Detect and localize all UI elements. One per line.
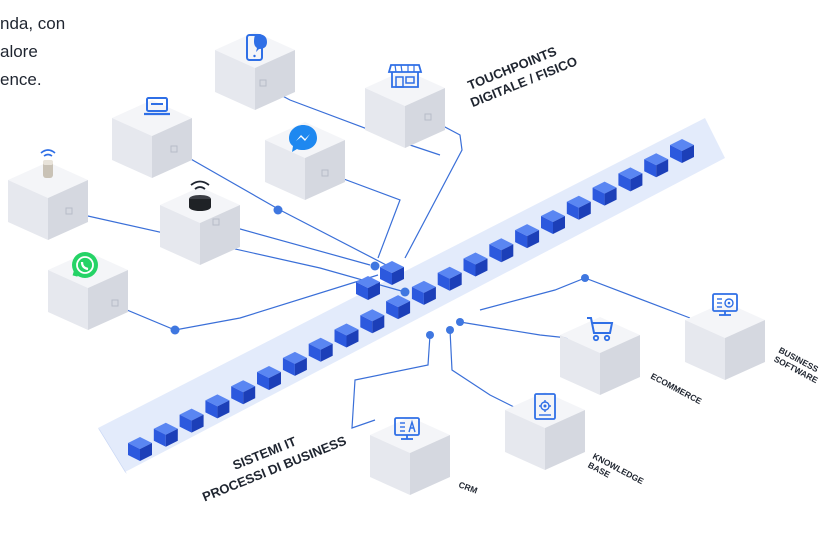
- touchpoints-label: TOUCHPOINTS DIGITALE / FISICO: [466, 43, 580, 110]
- sistemi-label: SISTEMI IT PROCESSI DI BUSINESS: [200, 433, 349, 505]
- crm-label: CRM: [457, 479, 479, 495]
- intro-text: nda, con alore ence.: [0, 10, 130, 94]
- box-ports: [65, 79, 432, 307]
- business-software-icon: [712, 293, 738, 316]
- messenger-icon: [289, 125, 317, 152]
- knowledge-label: KNOWLEDGE BASE: [586, 451, 645, 486]
- system-box-knowledge: [505, 392, 585, 470]
- smartphone-icon: [246, 34, 267, 61]
- business-software-label: BUSINESS SOFTWARE: [772, 345, 820, 385]
- connection-dots: [170, 205, 589, 339]
- system-box-ecommerce: [560, 317, 640, 395]
- laptop-icon: [144, 97, 170, 116]
- intro-line-1: nda, con: [0, 14, 66, 33]
- ecommerce-label: ECOMMERCE: [649, 371, 704, 406]
- ecommerce-label-text: ECOMMERCE: [649, 371, 704, 406]
- touchpoint-box-store: [365, 70, 445, 148]
- system-connections: [351, 277, 691, 429]
- intro-line-3: ence.: [0, 70, 42, 89]
- crm-icon: [394, 417, 420, 440]
- smart-speaker-icon: [40, 149, 56, 178]
- store-icon: [387, 64, 423, 88]
- main-band-edge: [98, 428, 127, 474]
- crm-label-text: CRM: [457, 479, 479, 495]
- knowledge-base-icon: [534, 393, 556, 420]
- intro-line-2: alore: [0, 42, 38, 61]
- shopping-cart-icon: [587, 317, 614, 342]
- echo-dot-icon: [189, 180, 211, 211]
- whatsapp-icon: [72, 252, 98, 278]
